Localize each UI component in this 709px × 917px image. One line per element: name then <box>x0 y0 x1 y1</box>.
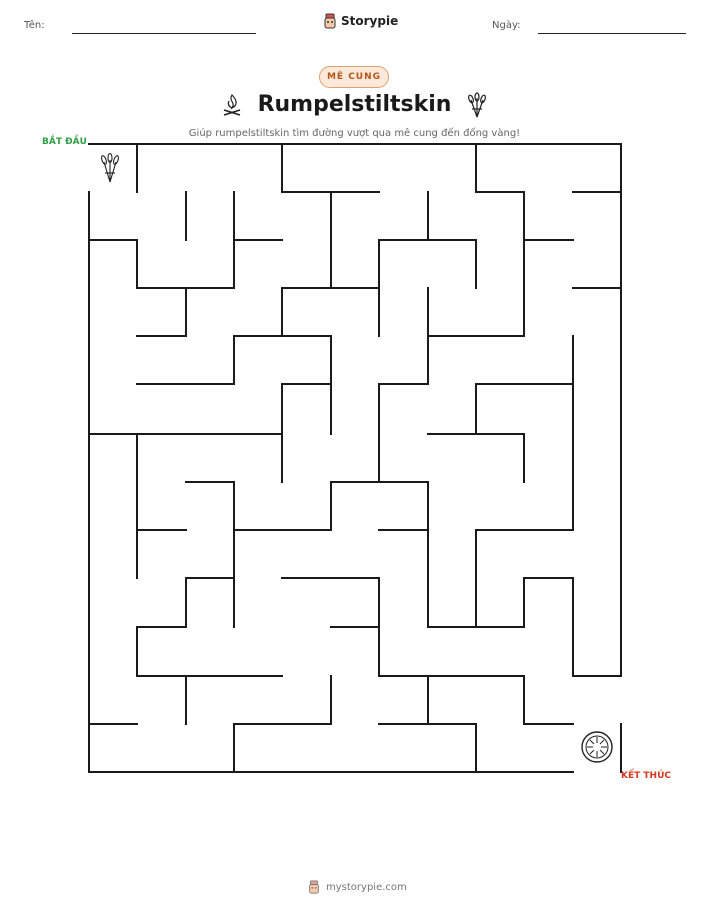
date-field[interactable] <box>538 33 686 34</box>
instructions: Giúp rumpelstiltskin tìm đường vượt qua … <box>188 128 521 139</box>
maze-badge: MÊ CUNG <box>319 66 389 88</box>
name-field[interactable] <box>72 33 256 34</box>
page-title: Rumpelstiltskin <box>257 92 452 117</box>
finish-coin-icon <box>581 731 613 763</box>
storypie-mascot-icon <box>324 13 336 29</box>
start-wheat-icon <box>101 152 119 183</box>
brand-logo: Storypie <box>322 13 398 29</box>
brand-name: Storypie <box>341 14 399 28</box>
start-label: BẮT ĐẦU <box>42 137 87 147</box>
campfire-icon <box>223 94 241 116</box>
title-row: Rumpelstiltskin <box>0 90 709 124</box>
footer: mystorypie.com <box>307 880 407 894</box>
date-label: Ngày: <box>492 20 521 31</box>
name-label: Tên: <box>24 20 45 31</box>
wheat-sheaf-icon <box>468 92 486 118</box>
finish-label: KẾT THÚC <box>621 771 671 781</box>
maze-walls <box>88 143 622 773</box>
footer-website[interactable]: mystorypie.com <box>326 881 407 893</box>
storypie-mascot-icon <box>309 880 319 894</box>
